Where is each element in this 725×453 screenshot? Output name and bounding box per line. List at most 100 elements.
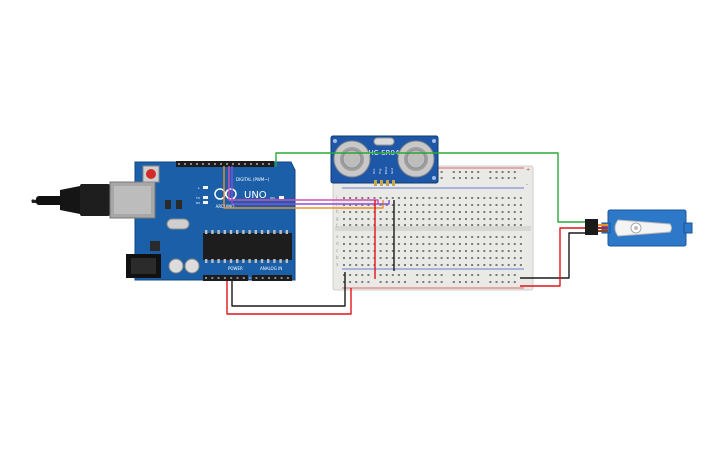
usb-cable[interactable] (31, 181, 156, 219)
row-letter: a (336, 262, 339, 267)
digital-header[interactable] (176, 161, 274, 167)
row-letter: c (336, 248, 338, 253)
chip-pin (217, 259, 220, 263)
breadboard-hole (446, 224, 449, 226)
header-pin (178, 163, 180, 165)
breadboard-hole (391, 264, 394, 266)
breadboard-hole (513, 224, 516, 226)
status-leds: L TX RX ON (195, 186, 284, 205)
sensor-pin-label-vcc: Vcc (372, 168, 376, 174)
breadboard-hole (355, 236, 358, 238)
wires[interactable] (223, 152, 585, 315)
breadboard-hole (434, 204, 437, 206)
breadboard-hole (349, 211, 352, 213)
header-pin (211, 277, 214, 279)
breadboard-hole (361, 281, 364, 283)
breadboard-hole (471, 281, 474, 283)
chip-pin (273, 230, 276, 234)
reset-button[interactable] (142, 165, 160, 183)
breadboard-hole (385, 211, 388, 213)
breadboard-hole (355, 243, 358, 245)
breadboard-hole (519, 197, 522, 199)
breadboard-hole (422, 250, 425, 252)
breadboard-hole (483, 264, 486, 266)
breadboard-hole (379, 264, 382, 266)
breadboard-hole (501, 257, 504, 259)
breadboard-hole (379, 236, 382, 238)
chip-pin (211, 259, 214, 263)
wire-red-5v[interactable] (226, 281, 352, 315)
chip-pins (205, 230, 288, 263)
breadboard-hole (483, 197, 486, 199)
wire-black-gnd[interactable] (231, 272, 346, 307)
breadboard-hole (471, 218, 474, 220)
breadboard-hole (343, 281, 345, 283)
wire-red-servo[interactable] (520, 227, 585, 287)
wire-green[interactable] (275, 152, 585, 223)
breadboard-hole (343, 250, 345, 252)
breadboard-hole (465, 257, 467, 259)
hc-sr04-sensor[interactable]: HC-SR04 Vcc Trig Echo Gnd (330, 135, 439, 186)
breadboard-hole (343, 257, 345, 259)
breadboard-hole (507, 218, 510, 220)
breadboard-hole (385, 204, 388, 206)
breadboard-hole (428, 281, 431, 283)
breadboard-hole (452, 264, 455, 266)
header-pin (280, 277, 283, 279)
wire-pink[interactable] (228, 166, 379, 204)
breadboard-hole (501, 171, 504, 173)
breadboard-hole (404, 211, 406, 213)
breadboard-hole (458, 204, 461, 206)
chip-pin (217, 230, 220, 234)
servo-connector[interactable] (585, 219, 598, 235)
breadboard-hole (489, 197, 492, 199)
breadboard-hole (385, 218, 388, 220)
breadboard-hole (434, 274, 437, 276)
breadboard-hole (458, 274, 461, 276)
breadboard[interactable]: + - j i h g f e d c b a (332, 165, 534, 291)
breadboard-hole (416, 250, 419, 252)
breadboard-hole (489, 250, 492, 252)
breadboard-hole (458, 257, 461, 259)
breadboard-hole (410, 204, 413, 206)
voltage-regulator (150, 241, 160, 251)
breadboard-hole (519, 257, 522, 259)
chip-pin (254, 259, 257, 263)
chip-pin (229, 230, 233, 234)
chip-pin (260, 259, 264, 263)
breadboard-hole (471, 204, 474, 206)
sensor-pins[interactable] (374, 180, 395, 186)
analog-header[interactable] (252, 275, 292, 281)
breadboard-hole (391, 281, 394, 283)
breadboard-hole (458, 250, 461, 252)
bottom-header-pins[interactable] (205, 277, 289, 279)
digital-header-pins[interactable] (178, 163, 270, 165)
chip-pin (236, 259, 239, 263)
breadboard-hole (361, 274, 364, 276)
wire-purple[interactable] (231, 166, 390, 205)
servo-horn[interactable] (614, 219, 672, 237)
breadboard-hole (361, 197, 364, 199)
breadboard-hole (452, 236, 455, 238)
breadboard-hole (513, 274, 516, 276)
breadboard-hole (349, 236, 352, 238)
servo-motor[interactable] (585, 209, 693, 247)
wire-black-servo[interactable] (520, 232, 585, 279)
breadboard-hole (513, 264, 516, 266)
breadboard-hole (391, 236, 394, 238)
breadboard-hole (495, 250, 498, 252)
breadboard-hole (507, 204, 510, 206)
breadboard-hole (471, 177, 474, 179)
power-header-label: POWER (228, 266, 243, 271)
arduino-logo-text: ARDUINO (216, 204, 235, 209)
breadboard-hole (343, 274, 345, 276)
header-pin (262, 163, 264, 165)
breadboard-hole (343, 197, 345, 199)
arduino-uno-board[interactable]: L TX RX ON ARDUINO UNO DIGITAL (PWM~) (31, 161, 296, 281)
breadboard-hole (489, 171, 492, 173)
header-pin (255, 277, 258, 279)
row-letters-bottom: e d c b a (336, 234, 339, 267)
breadboard-hole (458, 236, 461, 238)
breadboard-hole (434, 250, 437, 252)
breadboard-hole (495, 224, 498, 226)
